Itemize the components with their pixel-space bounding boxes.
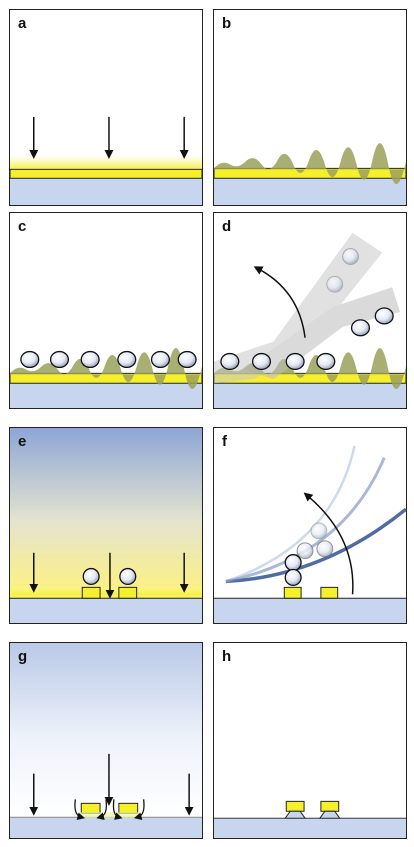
panel-e: e xyxy=(9,427,203,624)
particle xyxy=(20,350,40,369)
particle xyxy=(251,352,272,371)
substrate xyxy=(10,383,202,408)
peel-arrow xyxy=(303,492,354,595)
particle xyxy=(326,275,344,293)
diagram-b xyxy=(214,143,406,205)
particle xyxy=(119,567,137,586)
substrate xyxy=(10,817,202,838)
undercut-arrow xyxy=(112,799,123,820)
undercut-arrow xyxy=(96,799,108,821)
particle xyxy=(177,350,197,369)
panel-label: d xyxy=(222,218,232,235)
particle xyxy=(117,350,137,369)
diagram-e xyxy=(10,428,202,623)
panel-label: c xyxy=(18,218,27,235)
panel-label: a xyxy=(18,15,27,32)
undercut-arrow xyxy=(133,799,145,821)
substrate xyxy=(214,598,406,623)
panel-label: b xyxy=(222,15,232,32)
tape-lower xyxy=(243,287,401,380)
diagram-f xyxy=(214,445,406,623)
diagram-g xyxy=(10,643,202,838)
substrate xyxy=(214,178,406,205)
tape-curve xyxy=(225,507,406,584)
particle xyxy=(285,352,305,371)
panel-a: a xyxy=(9,9,203,206)
pillar xyxy=(80,802,101,814)
particle xyxy=(350,319,371,337)
panel-d: d xyxy=(213,212,407,409)
diagram-h xyxy=(214,800,406,838)
pillar xyxy=(320,586,339,599)
pillar xyxy=(320,800,340,812)
substrate xyxy=(10,598,202,623)
particle xyxy=(49,350,70,369)
particle xyxy=(80,350,100,369)
particle xyxy=(82,567,100,586)
diagram-c xyxy=(10,348,202,408)
resist-layer xyxy=(10,372,202,384)
diagram-d xyxy=(214,232,406,408)
etch-glow xyxy=(79,812,141,819)
peeling-tape xyxy=(214,232,401,384)
panel-label: g xyxy=(18,648,28,665)
resist-layer xyxy=(214,167,406,179)
pillar xyxy=(283,586,302,599)
pillar xyxy=(118,586,138,599)
tape-curve xyxy=(225,457,386,583)
panel-h: h xyxy=(213,642,407,839)
panel-f: f xyxy=(213,427,407,624)
moss-layer xyxy=(10,348,202,389)
particle xyxy=(316,352,336,371)
undercut-pedestal xyxy=(318,810,341,819)
pillar xyxy=(285,800,305,812)
pillar xyxy=(118,802,139,814)
undercut-pedestal xyxy=(284,810,307,819)
particle xyxy=(316,540,334,558)
etch-background xyxy=(10,643,202,818)
particle xyxy=(296,542,314,560)
resist-layer xyxy=(10,168,202,179)
particle xyxy=(342,248,359,265)
substrate xyxy=(10,178,202,205)
particle xyxy=(374,307,394,325)
panel-c: c xyxy=(9,212,203,409)
peel-arrow xyxy=(253,266,306,338)
moss-layer xyxy=(214,348,406,389)
diagram-a xyxy=(10,116,202,205)
particle xyxy=(310,522,328,540)
uv-background xyxy=(10,428,202,599)
particle-row xyxy=(20,350,197,369)
panel-label: h xyxy=(222,648,232,665)
substrate xyxy=(214,383,406,408)
particle xyxy=(150,350,170,369)
panel-g: g xyxy=(9,642,203,839)
tape-upper xyxy=(214,232,383,384)
substrate xyxy=(214,818,406,838)
panel-label: e xyxy=(18,433,27,450)
particle xyxy=(284,568,302,587)
panel-b: b xyxy=(213,9,407,206)
particle xyxy=(220,352,240,371)
moss-layer xyxy=(214,143,406,184)
particle xyxy=(284,554,302,572)
pillar xyxy=(81,586,101,599)
panel-label: f xyxy=(222,433,227,450)
undercut-arrow xyxy=(74,799,86,821)
